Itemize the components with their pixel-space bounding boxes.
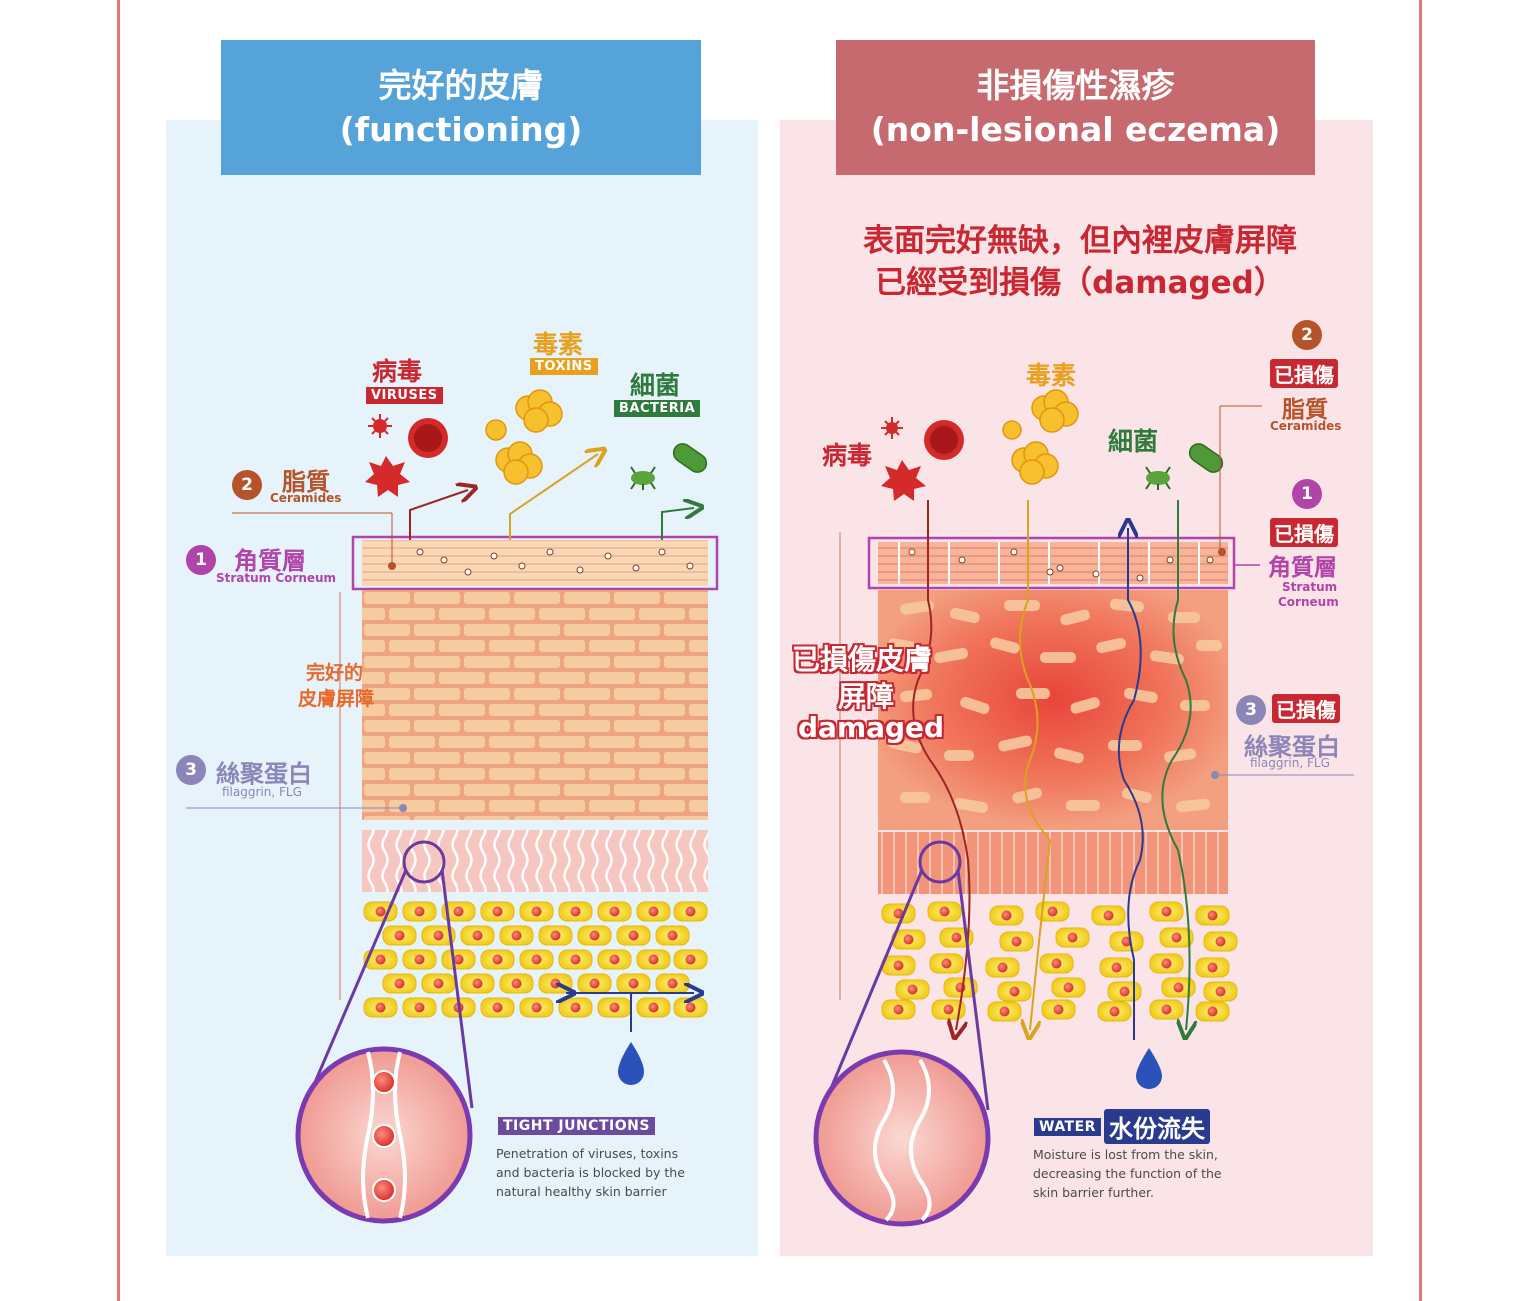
right-bacteria-label: 細菌 xyxy=(1108,427,1159,456)
left-bacteria-label: 細菌 xyxy=(630,371,681,400)
right-barrier-label-1: 已損傷皮膚 xyxy=(792,643,933,676)
right-filaggrin-en: filaggrin, FLG xyxy=(1250,756,1330,770)
right-stratum-label: 角質層 xyxy=(1268,555,1337,581)
right-filaggrin-number: 3 xyxy=(1236,695,1266,725)
left-toxin-label: 毒素 xyxy=(533,330,584,359)
right-stratum-damaged: 已損傷 xyxy=(1270,518,1338,547)
water-title: WATER xyxy=(1034,1118,1101,1136)
left-frame-line xyxy=(117,0,120,1301)
right-toxin-label: 毒素 xyxy=(1026,361,1077,390)
water-line2: decreasing the function of the xyxy=(1033,1166,1222,1181)
right-barrier-label-en: damaged xyxy=(798,711,945,744)
eczema-header: 非損傷性濕疹 (non-lesional eczema) xyxy=(836,40,1315,175)
left-illustration xyxy=(186,389,719,1224)
right-frame-line xyxy=(1419,0,1422,1301)
tight-junctions-line1: Penetration of viruses, toxins xyxy=(496,1146,679,1161)
left-bacteria-tag: BACTERIA xyxy=(614,400,701,417)
water-line1: Moisture is lost from the skin, xyxy=(1033,1147,1218,1162)
left-stratum-en: Stratum Corneum xyxy=(216,571,337,585)
left-barrier-label-1: 完好的 xyxy=(306,662,364,684)
left-virus-tag: VIRUSES xyxy=(366,387,443,404)
functioning-title-zh: 完好的皮膚 xyxy=(378,65,544,105)
right-stratum-number: 1 xyxy=(1292,479,1322,509)
left-junction-layer xyxy=(362,830,708,892)
eczema-title-en: (non-lesional eczema) xyxy=(870,109,1281,149)
water-line3: skin barrier further. xyxy=(1033,1185,1154,1200)
eczema-subtitle-line1: 表面完好無缺，但內裡皮膚屏障 xyxy=(863,223,1297,259)
right-stratum-layer xyxy=(878,542,1228,584)
tight-junctions-line2: and bacteria is blocked by the xyxy=(496,1165,685,1180)
right-virus-icons xyxy=(881,417,964,501)
right-cell-layer xyxy=(881,901,1238,1022)
right-zoom-circle xyxy=(813,1049,991,1227)
left-brick-layer xyxy=(362,590,708,820)
right-ceramide-label: 脂質 xyxy=(1282,397,1328,423)
right-stratum-en-1: Stratum xyxy=(1282,580,1338,594)
right-filaggrin-damaged: 已損傷 xyxy=(1272,694,1340,723)
water-note: Moisture is lost from the skin, decreasi… xyxy=(1033,1145,1222,1202)
left-toxin-icons xyxy=(485,389,563,485)
right-ceramide-damaged: 已損傷 xyxy=(1270,359,1338,388)
right-ceramide-number: 2 xyxy=(1292,320,1322,350)
left-barrier-label-2: 皮膚屏障 xyxy=(298,688,375,710)
eczema-subtitle-line2: 已經受到損傷（damaged） xyxy=(875,265,1285,301)
right-toxin-icons xyxy=(1002,389,1079,485)
left-water-drop-icon xyxy=(618,1042,644,1085)
left-ceramide-label: 脂質 xyxy=(282,468,330,496)
right-illustration xyxy=(813,389,1354,1227)
left-filaggrin-label: 絲聚蛋白 xyxy=(216,760,312,788)
left-stratum-number: 1 xyxy=(186,545,216,575)
left-virus-label: 病毒 xyxy=(372,357,423,386)
left-toxin-tag: TOXINS xyxy=(530,358,598,375)
eczema-subtitle: 表面完好無缺，但內裡皮膚屏障 已經受到損傷（damaged） xyxy=(790,220,1370,304)
tight-junctions-line3: natural healthy skin barrier xyxy=(496,1184,667,1199)
right-water-drop-icon xyxy=(1136,1048,1162,1089)
left-stratum-label: 角質層 xyxy=(234,547,306,575)
left-filaggrin-en: filaggrin, FLG xyxy=(222,785,302,799)
right-stratum-en-2: Corneum xyxy=(1278,595,1339,609)
water-loss-label: 水份流失 xyxy=(1104,1109,1210,1144)
functioning-header: 完好的皮膚 (functioning) xyxy=(221,40,701,175)
left-ceramide-number: 2 xyxy=(232,470,262,500)
left-filaggrin-number: 3 xyxy=(176,755,206,785)
functioning-title-en: (functioning) xyxy=(339,109,583,149)
eczema-title-zh: 非損傷性濕疹 xyxy=(976,65,1175,105)
left-ceramide-en: Ceramides xyxy=(270,491,342,505)
left-virus-icons xyxy=(365,414,448,497)
right-junction-layer xyxy=(878,832,1228,894)
tight-junctions-title: TIGHT JUNCTIONS xyxy=(498,1117,655,1135)
tight-junctions-note: Penetration of viruses, toxins and bacte… xyxy=(496,1144,685,1201)
left-stratum-layer xyxy=(362,540,708,586)
right-filaggrin-label: 絲聚蛋白 xyxy=(1244,733,1340,761)
left-cell-layer xyxy=(363,901,708,1018)
right-ceramide-en: Ceramides xyxy=(1270,419,1342,433)
right-virus-label: 病毒 xyxy=(822,441,873,470)
right-inflamed-layer xyxy=(878,590,1228,830)
right-barrier-label-2: 屏障 xyxy=(838,680,895,713)
left-bacteria-icons xyxy=(630,439,711,491)
